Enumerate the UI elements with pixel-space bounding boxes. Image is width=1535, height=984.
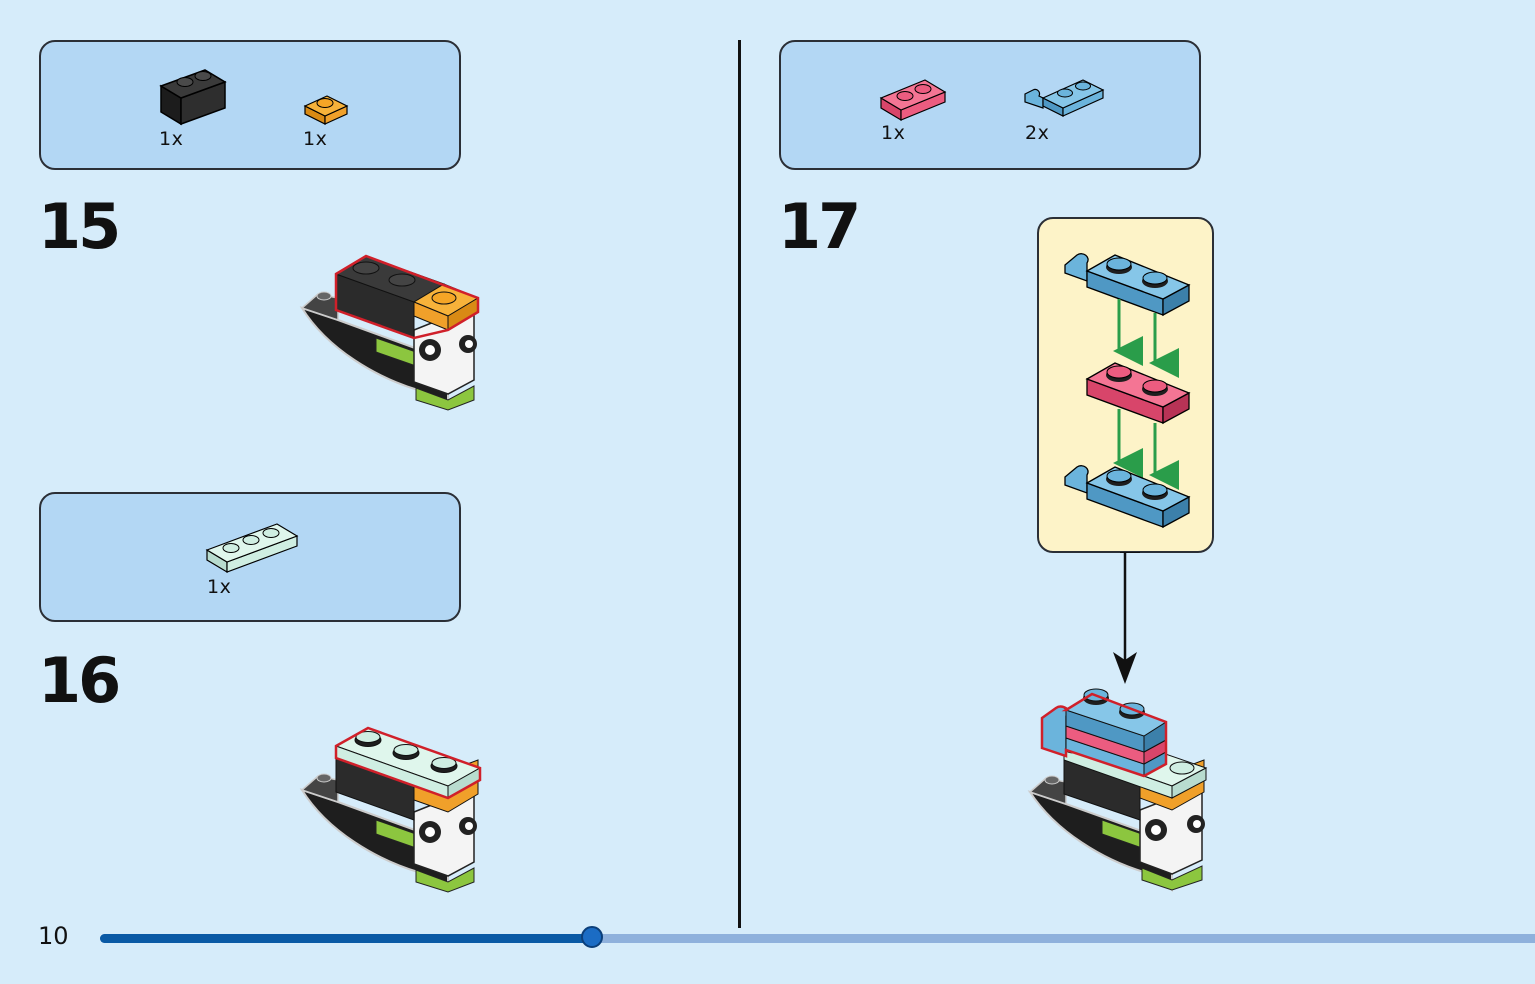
sub-assembly-diagram: [1064, 253, 1191, 529]
parts-box-step-15: 1x 1x: [39, 40, 461, 170]
orange-round-plate-icon: [303, 95, 349, 125]
blue-clip-plate-icon: [1064, 253, 1191, 317]
page-number: 10: [38, 922, 69, 950]
parts-box-step-16: 1x: [39, 492, 461, 622]
part-qty: 1x: [303, 128, 328, 150]
step-number-17: 17: [778, 190, 861, 263]
part-qty: 1x: [207, 576, 232, 598]
progress-knob: [581, 926, 604, 948]
blue-clip-plate-1x2-icon: [1024, 79, 1105, 117]
pink-plate-icon: [1085, 362, 1191, 425]
progress-bar: [100, 926, 1535, 948]
assembly-model-step-17: [1027, 688, 1208, 892]
assembly-model-step-16: [299, 726, 482, 893]
page-divider: [738, 40, 741, 928]
pink-plate-1x2-icon: [879, 79, 947, 122]
part-qty: 1x: [881, 122, 906, 144]
sub-assembly-callout: [1037, 217, 1214, 553]
parts-box-step-17: 1x 2x: [779, 40, 1201, 170]
black-brick-1x2-icon: [159, 69, 227, 126]
step-number-16: 16: [38, 644, 121, 717]
progress-fill: [100, 934, 593, 943]
blue-clip-plate-icon: [1064, 465, 1191, 529]
part-qty: 1x: [159, 128, 184, 150]
assembly-model-step-15: [299, 254, 480, 411]
placement-arrow: [1113, 552, 1140, 684]
light-aqua-plate-1x3-icon: [205, 523, 299, 574]
step-number-15: 15: [38, 190, 121, 263]
part-qty: 2x: [1025, 122, 1050, 144]
